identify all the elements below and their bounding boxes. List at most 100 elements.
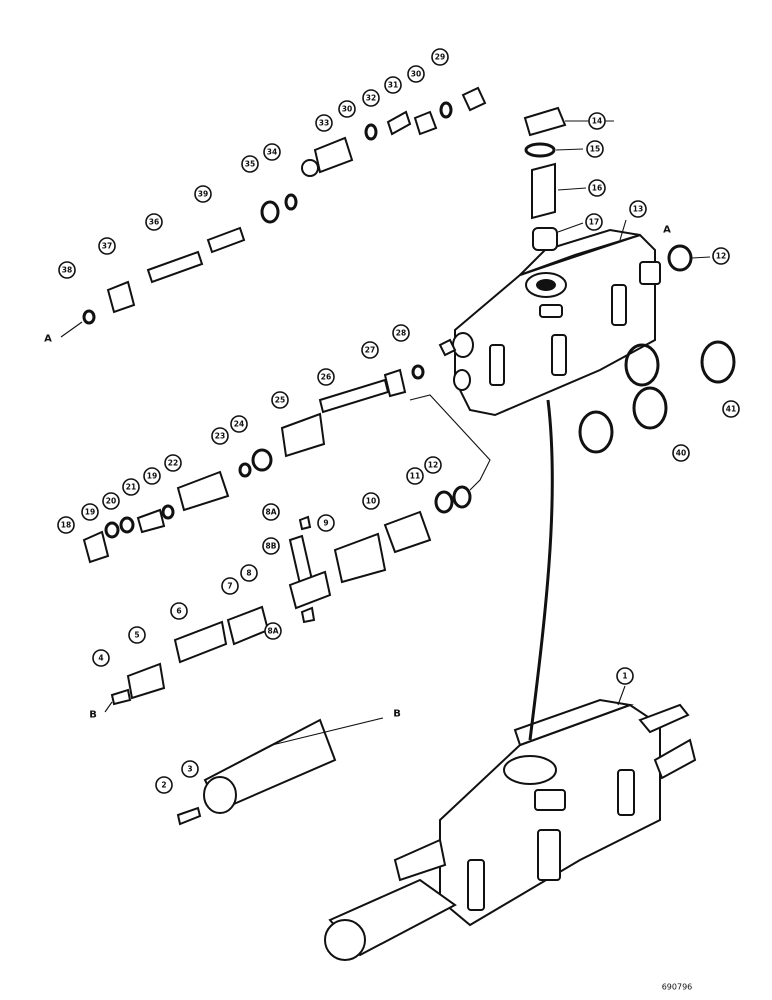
- callout-31: 31: [384, 76, 402, 94]
- svg-text:28: 28: [396, 329, 406, 338]
- svg-text:17: 17: [589, 218, 599, 227]
- callout-8a-bottom: 8A: [264, 622, 282, 640]
- svg-text:21: 21: [126, 483, 136, 492]
- ref-letter-a-left: A: [44, 334, 52, 345]
- svg-text:13: 13: [633, 205, 643, 214]
- callout-16: 16: [588, 179, 606, 197]
- callout-2: 2: [155, 776, 173, 794]
- callout-39: 39: [194, 185, 212, 203]
- callout-8b: 8B: [262, 537, 280, 555]
- callout-36: 36: [145, 213, 163, 231]
- svg-text:24: 24: [234, 420, 244, 429]
- svg-text:27: 27: [365, 346, 375, 355]
- svg-text:8A: 8A: [265, 508, 276, 517]
- callout-38: 38: [58, 261, 76, 279]
- svg-text:19: 19: [85, 508, 95, 517]
- svg-text:34: 34: [267, 148, 277, 157]
- callout-25: 25: [271, 391, 289, 409]
- svg-text:23: 23: [215, 432, 225, 441]
- relief-check-parts: [523, 106, 693, 272]
- svg-text:38: 38: [62, 266, 72, 275]
- callout-32: 32: [362, 89, 380, 107]
- svg-text:5: 5: [134, 631, 139, 640]
- callout-18: 18: [57, 516, 75, 534]
- assembled-control-valve: [324, 698, 697, 961]
- drawing-number: 690796: [662, 983, 693, 992]
- callout-3: 3: [181, 760, 199, 778]
- ref-letter-b-right: B: [393, 709, 401, 720]
- callout-17: 17: [585, 213, 603, 231]
- callout-30a: 30: [407, 65, 425, 83]
- callout-14: 14: [588, 112, 606, 130]
- svg-text:16: 16: [592, 184, 602, 193]
- svg-text:36: 36: [149, 218, 159, 227]
- svg-text:4: 4: [98, 654, 103, 663]
- svg-text:6: 6: [176, 607, 181, 616]
- callout-9: 9: [317, 514, 335, 532]
- svg-text:8A: 8A: [267, 627, 278, 636]
- callout-29: 29: [431, 48, 449, 66]
- svg-text:40: 40: [676, 449, 686, 458]
- callout-12-lower: 12: [424, 456, 442, 474]
- callout-7: 7: [221, 577, 239, 595]
- callout-19b: 19: [143, 467, 161, 485]
- svg-text:30: 30: [342, 105, 352, 114]
- callout-8: 8: [240, 564, 258, 582]
- svg-text:2: 2: [161, 781, 166, 790]
- callout-35: 35: [241, 155, 259, 173]
- svg-text:35: 35: [245, 160, 255, 169]
- svg-text:1: 1: [622, 672, 627, 681]
- callout-10: 10: [362, 492, 380, 510]
- svg-text:18: 18: [61, 521, 71, 530]
- svg-text:8B: 8B: [266, 542, 277, 551]
- svg-text:30: 30: [411, 70, 421, 79]
- upper-spool-parts: [82, 86, 487, 325]
- svg-text:7: 7: [227, 582, 232, 591]
- callout-23: 23: [211, 427, 229, 445]
- callout-8a-top: 8A: [262, 503, 280, 521]
- svg-text:33: 33: [319, 119, 329, 128]
- svg-text:8: 8: [246, 569, 251, 578]
- ref-letter-a-right: A: [663, 225, 671, 236]
- svg-text:26: 26: [321, 373, 331, 382]
- callout-34: 34: [263, 143, 281, 161]
- callout-21: 21: [122, 478, 140, 496]
- svg-text:12: 12: [428, 461, 438, 470]
- svg-text:12: 12: [716, 252, 726, 261]
- callout-22: 22: [164, 454, 182, 472]
- callout-12-upper: 12: [712, 247, 730, 265]
- svg-text:14: 14: [592, 117, 602, 126]
- callout-13: 13: [629, 200, 647, 218]
- ref-letter-b-left: B: [89, 710, 97, 721]
- svg-text:10: 10: [366, 497, 376, 506]
- callout-27: 27: [361, 341, 379, 359]
- svg-text:37: 37: [102, 242, 112, 251]
- svg-text:20: 20: [106, 497, 116, 506]
- svg-text:11: 11: [410, 472, 420, 481]
- callout-24: 24: [230, 415, 248, 433]
- callout-40: 40: [672, 444, 690, 462]
- callout-5: 5: [128, 626, 146, 644]
- callout-15: 15: [586, 140, 604, 158]
- callout-20: 20: [102, 492, 120, 510]
- dashed-guide: [409, 394, 491, 491]
- svg-text:25: 25: [275, 396, 285, 405]
- middle-spool-parts: [82, 338, 457, 564]
- callout-33: 33: [315, 114, 333, 132]
- svg-text:15: 15: [590, 145, 600, 154]
- callout-1: 1: [616, 667, 634, 685]
- o-ring-set: [578, 340, 736, 454]
- svg-text:9: 9: [323, 519, 328, 528]
- svg-text:41: 41: [726, 405, 736, 414]
- svg-text:19: 19: [147, 472, 157, 481]
- callout-28-mid: 28: [392, 324, 410, 342]
- callout-11: 11: [406, 467, 424, 485]
- callout-4: 4: [92, 649, 110, 667]
- callout-41: 41: [722, 400, 740, 418]
- assembly-link-line: [528, 399, 554, 741]
- svg-text:22: 22: [168, 459, 178, 468]
- callout-30b: 30: [338, 100, 356, 118]
- callout-6: 6: [170, 602, 188, 620]
- svg-text:39: 39: [198, 190, 208, 199]
